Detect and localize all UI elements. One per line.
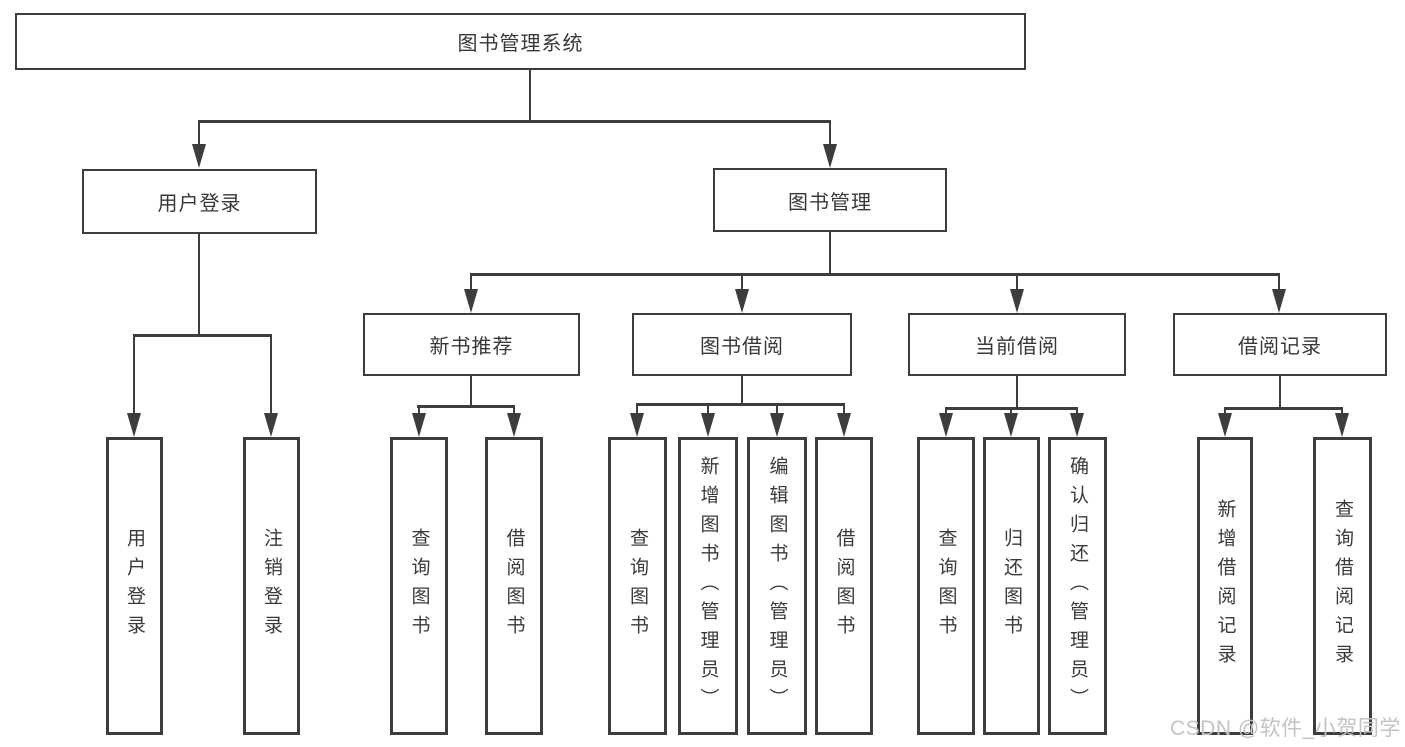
- arrowhead-down-icon: [837, 413, 851, 437]
- leaf-label: 查询图书: [408, 528, 430, 644]
- leaf-query-books-borrow: 查询图书: [608, 437, 667, 735]
- leaf-label: 查询借阅记录: [1332, 499, 1353, 673]
- node-borrow-records: 借阅记录: [1173, 313, 1387, 376]
- csdn-watermark: CSDN @软件_小贺同学: [1170, 717, 1401, 740]
- connector-book-management-stub: [828, 232, 832, 273]
- connector-root-stub: [528, 70, 532, 120]
- connector-root-rail: [198, 120, 831, 123]
- connector-leaf-stem: [842, 403, 846, 415]
- leaf-label: 查询图书: [627, 528, 648, 644]
- node-label: 用户登录: [157, 193, 242, 215]
- arrowhead-down-icon: [1004, 413, 1018, 437]
- connector-user-login-rail: [133, 334, 272, 337]
- arrowhead-down-icon: [701, 413, 715, 437]
- connector-borrow-records-stub: [1278, 376, 1282, 407]
- connector-leaf-stem: [1223, 407, 1227, 415]
- arrowhead-down-icon: [1335, 413, 1349, 437]
- connector-to-leaf-logout: [269, 334, 273, 415]
- node-new-book-recommend: 新书推荐: [363, 313, 580, 376]
- connector-leaf-stem: [1075, 407, 1079, 415]
- leaf-add-book-admin: 新增图书（管理员）: [678, 437, 738, 735]
- connector-to-new-book-recommend: [469, 273, 473, 291]
- node-label: 借阅记录: [1238, 336, 1322, 358]
- arrowhead-down-icon: [823, 144, 837, 168]
- connector-leaf-stem: [635, 403, 639, 415]
- arrowhead-down-icon: [630, 413, 644, 437]
- connector-leaf-stem: [417, 405, 421, 415]
- leaf-add-borrow-record: 新增借阅记录: [1197, 437, 1253, 735]
- arrowhead-down-icon: [464, 289, 478, 313]
- connector-book-management-rail: [470, 273, 1280, 276]
- leaf-borrow-books-recommend: 借阅图书: [485, 437, 543, 735]
- arrowhead-down-icon: [1218, 413, 1232, 437]
- connector-to-book-borrow: [740, 273, 744, 291]
- leaf-borrow-books: 借阅图书: [815, 437, 873, 735]
- leaf-label: 借阅图书: [833, 528, 855, 644]
- leaf-label: 借阅图书: [503, 528, 525, 644]
- connector-new-book-recommend-rail: [417, 405, 515, 408]
- leaf-return-book: 归还图书: [983, 437, 1040, 735]
- arrowhead-down-icon: [735, 289, 749, 313]
- leaf-query-books-current: 查询图书: [917, 437, 975, 735]
- arrowhead-down-icon: [507, 413, 521, 437]
- leaf-label: 注销登录: [261, 528, 282, 644]
- node-user-login: 用户登录: [82, 169, 317, 234]
- leaf-label: 编辑图书（管理员）: [766, 455, 788, 717]
- leaf-query-borrow-record: 查询借阅记录: [1313, 437, 1372, 735]
- node-book-management: 图书管理: [713, 168, 947, 232]
- connector-leaf-stem: [706, 403, 710, 415]
- arrowhead-down-icon: [939, 413, 953, 437]
- node-label: 当前借阅: [975, 336, 1059, 358]
- node-label: 图书借阅: [700, 336, 784, 358]
- connector-borrow-records-rail: [1224, 407, 1343, 410]
- arrowhead-down-icon: [1272, 289, 1286, 313]
- leaf-label: 新增借阅记录: [1214, 499, 1236, 673]
- leaf-label: 确认归还（管理员）: [1067, 455, 1088, 717]
- node-label: 图书管理: [788, 191, 872, 214]
- arrowhead-down-icon: [264, 413, 278, 437]
- leaf-user-login: 用户登录: [106, 437, 163, 735]
- node-book-borrow: 图书借阅: [632, 313, 852, 376]
- arrowhead-down-icon: [192, 144, 206, 168]
- leaf-query-books-recommend: 查询图书: [390, 437, 448, 735]
- connector-leaf-stem: [1009, 407, 1013, 415]
- leaf-label: 归还图书: [1001, 528, 1022, 644]
- leaf-confirm-return-admin: 确认归还（管理员）: [1048, 437, 1107, 735]
- leaf-edit-book-admin: 编辑图书（管理员）: [747, 437, 807, 735]
- leaf-label: 新增图书（管理员）: [697, 455, 719, 717]
- connector-leaf-stem: [944, 407, 948, 415]
- node-label: 图书管理系统: [457, 33, 584, 55]
- connector-leaf-stem: [1340, 407, 1344, 415]
- connector-book-borrow-stub: [740, 376, 744, 403]
- connector-to-current-borrow: [1015, 273, 1019, 291]
- connector-root-to-user-login: [197, 120, 201, 146]
- connector-new-book-recommend-stub: [469, 376, 473, 405]
- connector-leaf-stem: [775, 403, 779, 415]
- arrowhead-down-icon: [1070, 413, 1084, 437]
- node-label: 新书推荐: [429, 336, 514, 358]
- connector-to-borrow-records: [1277, 273, 1281, 291]
- connector-leaf-stem: [512, 405, 516, 415]
- connector-to-leaf-user-login: [132, 334, 136, 415]
- node-current-borrow: 当前借阅: [908, 313, 1126, 376]
- arrowhead-down-icon: [770, 413, 784, 437]
- leaf-logout-login: 注销登录: [243, 437, 300, 735]
- arrowhead-down-icon: [412, 413, 426, 437]
- arrowhead-down-icon: [1010, 289, 1024, 313]
- connector-current-borrow-stub: [1015, 376, 1019, 407]
- connector-root-to-book-management: [828, 120, 832, 146]
- leaf-label: 查询图书: [935, 528, 957, 644]
- connector-user-login-stub: [197, 234, 201, 334]
- connector-book-borrow-rail: [636, 403, 845, 406]
- arrowhead-down-icon: [127, 413, 141, 437]
- leaf-label: 用户登录: [124, 528, 145, 644]
- node-library-management-system: 图书管理系统: [15, 13, 1026, 70]
